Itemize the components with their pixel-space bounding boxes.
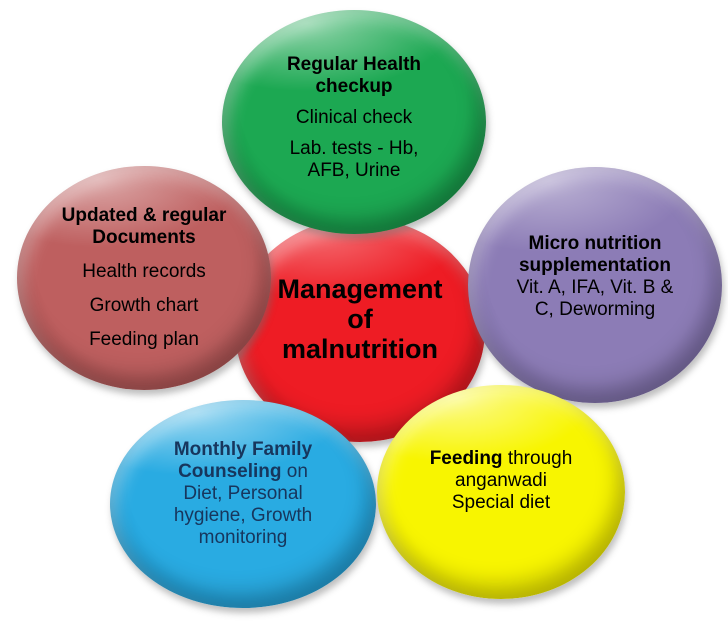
circle-monthly-family-counseling: Monthly Family Counseling on Diet, Perso…	[110, 400, 376, 608]
center-title-line-1: Management	[277, 274, 443, 305]
brown-heading-line-2: Documents	[92, 226, 196, 248]
green-item-lab-tests-line-1: Lab. tests - Hb,	[289, 138, 419, 160]
brown-heading-line-1: Updated & regular	[61, 204, 227, 226]
yellow-heading-feeding: Feeding	[429, 447, 503, 469]
green-item-lab-tests-line-2: AFB, Urine	[307, 160, 401, 182]
center-title-line-2: of	[347, 304, 373, 335]
purple-heading-line-2: supplementation	[518, 254, 671, 276]
green-item-clinical-check: Clinical check	[295, 106, 413, 128]
yellow-item-special-diet: Special diet	[451, 492, 551, 514]
circle-feeding-through-anganwadi: Feeding through anganwadi Special diet	[377, 385, 625, 599]
blue-heading-line-2: Counseling on	[178, 461, 308, 483]
blue-heading-counseling: Counseling	[178, 460, 282, 482]
yellow-item-anganwadi: anganwadi	[455, 469, 547, 491]
brown-item-feeding-plan: Feeding plan	[89, 329, 199, 351]
purple-item-line-2: C, Deworming	[534, 299, 656, 321]
blue-item-line-3: monitoring	[198, 527, 288, 549]
circle-regular-health-checkup: Regular Health checkup Clinical check La…	[222, 10, 486, 234]
blue-item-line-1: Diet, Personal	[183, 482, 303, 504]
yellow-heading-line: Feeding through	[430, 448, 573, 470]
center-circle-management-of-malnutrition: Management of malnutrition	[235, 218, 485, 442]
circle-updated-regular-documents: Updated & regular Documents Health recor…	[17, 166, 271, 390]
green-heading-line-1: Regular Health	[286, 53, 422, 75]
circle-micro-nutrition-supplementation: Micro nutrition supplementation Vit. A, …	[468, 167, 722, 403]
purple-heading-line-1: Micro nutrition	[528, 232, 662, 254]
center-title-line-3: malnutrition	[282, 333, 438, 364]
brown-item-health-records: Health records	[82, 260, 206, 282]
yellow-heading-through: through	[502, 447, 573, 469]
brown-item-growth-chart: Growth chart	[89, 295, 199, 317]
blue-heading-line-1: Monthly Family	[173, 438, 313, 460]
purple-item-line-1: Vit. A, IFA, Vit. B &	[516, 277, 674, 298]
blue-item-line-2: hygiene, Growth	[173, 505, 313, 527]
blue-heading-on: on	[281, 460, 308, 482]
green-heading-line-2: checkup	[315, 75, 393, 97]
